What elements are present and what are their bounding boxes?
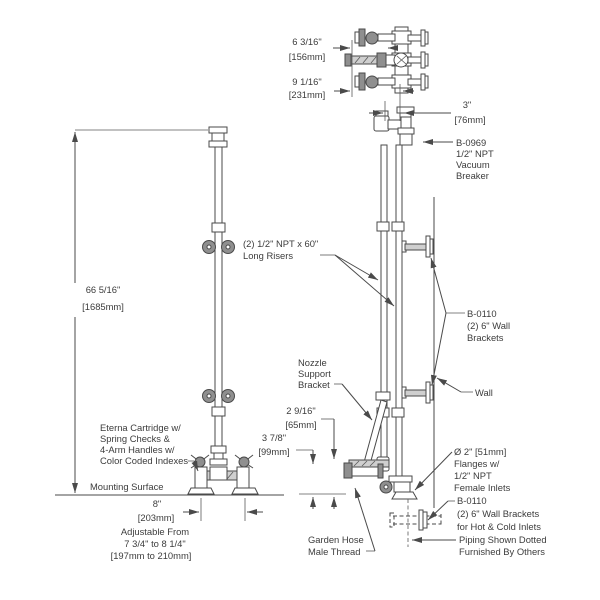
callout-wbu-l2: (2) 6" Wall: [467, 320, 510, 331]
callout-cartridge: Eterna Cartridge w/ Spring Checks & 4-Ar…: [100, 422, 199, 472]
callout-vacuum-breaker-l3: Vacuum: [456, 159, 490, 170]
coupling-upper-side: [376, 221, 390, 232]
coupling-lower-front: [211, 406, 226, 417]
callout-gh-l2: Male Thread: [308, 546, 360, 557]
callout-wbl-l2: (2) 6" Wall Brackets: [457, 508, 539, 519]
callout-cartridge-l1: Eterna Cartridge w/: [100, 422, 181, 433]
callout-piping-l2: Furnished By Others: [459, 546, 545, 557]
coupling-lower-side2: [391, 407, 405, 418]
nozzle-side: [343, 456, 390, 479]
callout-cartridge-l4: Color Coded Indexes: [100, 455, 188, 466]
handle-right-front: [234, 454, 254, 469]
dim-inlet-centers-note3: [197mm to 210mm]: [111, 550, 192, 561]
dim-inlet-centers-mm: [203mm]: [138, 512, 174, 523]
dim-wall-spacing: 3" [76mm]: [369, 84, 486, 125]
callout-cartridge-l3: 4-Arm Handles w/: [100, 444, 175, 455]
handle-top-plan: [354, 28, 396, 47]
wall-bracket-lower-side: [401, 381, 434, 404]
dim-wall-spacing-mm: [76mm]: [454, 114, 485, 125]
vacuum-breaker-front: [208, 126, 228, 148]
riser-tube-front: [214, 146, 223, 447]
dim-nozzle-lower-mm: [99mm]: [258, 446, 289, 457]
callout-mounting-surface: Mounting Surface: [90, 481, 163, 492]
callout-wbl-l3: for Hot & Cold Inlets: [457, 521, 541, 532]
coupling-upper-side2: [391, 221, 405, 232]
callout-cartridge-l2: Spring Checks &: [100, 433, 171, 444]
garden-hose-outlet: [343, 462, 353, 479]
callout-wbu-l1: B-0110: [467, 308, 497, 319]
callout-nsb-l3: Bracket: [298, 379, 330, 390]
wall-bracket-upper-side: [401, 235, 434, 258]
front-view: [55, 126, 284, 496]
callout-flg-l1: Ø 2" [51mm]: [454, 446, 506, 457]
callout-flg-l4: Female Inlets: [454, 482, 511, 493]
callout-vacuum-breaker-l2: 1/2" NPT: [456, 148, 494, 159]
flange-left: [187, 487, 215, 495]
nozzle-plan: [344, 52, 409, 68]
wall-bracket-upper-front: [202, 240, 235, 254]
plan-view: [344, 26, 429, 94]
callout-nozzle-bracket: Nozzle Support Bracket: [298, 357, 373, 421]
callout-nsb-l2: Support: [298, 368, 331, 379]
dim-inlet-centers-in: 8": [153, 498, 162, 509]
callout-wall-brackets-lower: B-0110 (2) 6" Wall Brackets for Hot & Co…: [427, 495, 541, 532]
callout-flg-l3: 1/2" NPT: [454, 470, 492, 481]
callout-garden-hose: Garden Hose Male Thread: [308, 487, 376, 557]
dim-wall-spacing-in: 3": [463, 99, 472, 110]
dim-nozzle-upper: 2 9/16" [65mm]: [285, 405, 337, 509]
dim-overall-height-mm: [1685mm]: [82, 301, 124, 312]
callout-piping-note: Piping Shown Dotted Furnished By Others: [412, 534, 547, 557]
dim-spout-upper-mm: [156mm]: [289, 51, 325, 62]
mixing-faucet-front: [187, 445, 259, 495]
coupling-upper-front: [211, 222, 226, 233]
callout-inlet-flanges: Ø 2" [51mm] Flanges w/ 1/2" NPT Female I…: [414, 446, 511, 493]
dim-overall-height: 66 5/16" [1685mm]: [72, 129, 208, 493]
callout-wbl-l1: B-0110: [457, 495, 487, 506]
callout-flg-l2: Flanges w/: [454, 458, 500, 469]
dim-spout-lower: 9 1/16" [231mm]: [289, 76, 414, 100]
handle-bottom-plan: [354, 72, 396, 91]
inlet-wall-bracket-cap: [422, 511, 428, 529]
wall-bracket-lower-front: [202, 389, 235, 403]
callout-vacuum-breaker: B-0969 1/2" NPT Vacuum Breaker: [423, 137, 494, 181]
dim-nozzle-lower: 3 7/8" [99mm]: [258, 432, 346, 509]
callout-risers-l2: Long Risers: [243, 250, 293, 261]
inlet-arms: [407, 29, 429, 91]
inlet-wall-bracket: [418, 509, 424, 531]
callout-wbu-l3: Brackets: [467, 332, 504, 343]
callout-piping-l1: Piping Shown Dotted: [459, 534, 547, 545]
dim-overall-height-in: 66 5/16": [86, 284, 121, 295]
dim-nozzle-upper-in: 2 9/16": [286, 405, 315, 416]
callout-risers: (2) 1/2" NPT x 60" Long Risers: [243, 238, 395, 307]
callout-risers-l1: (2) 1/2" NPT x 60": [243, 238, 318, 249]
dim-spout-lower-mm: [231mm]: [289, 89, 325, 100]
callout-wall: Wall: [436, 377, 493, 398]
callout-nsb-l1: Nozzle: [298, 357, 327, 368]
dim-spout-upper-in: 6 3/16": [292, 36, 321, 47]
side-view: [343, 106, 442, 547]
riser-rear-side: [395, 144, 403, 478]
dim-spout-upper: 6 3/16" [156mm]: [289, 36, 398, 97]
callout-vacuum-breaker-l1: B-0969: [456, 137, 486, 148]
dim-inlet-centers: 8" [203mm] Adjustable From 7 3/4" to 8 1…: [111, 498, 263, 561]
callout-vacuum-breaker-l4: Breaker: [456, 170, 489, 181]
callout-wall-brackets-upper: B-0110 (2) 6" Wall Brackets: [430, 257, 510, 386]
flange-right: [231, 487, 259, 495]
inlet-flange-side: [391, 491, 418, 500]
callout-gh-l1: Garden Hose: [308, 534, 364, 545]
dim-nozzle-lower-in: 3 7/8": [262, 432, 286, 443]
dim-inlet-centers-note2: 7 3/4" to 8 1/4": [124, 538, 185, 549]
dim-inlet-centers-note1: Adjustable From: [121, 526, 189, 537]
faucet-body-side: [379, 475, 418, 500]
callout-mounting-l1: Mounting Surface: [90, 481, 163, 492]
dim-spout-lower-in: 9 1/16": [292, 76, 321, 87]
dim-nozzle-upper-mm: [65mm]: [285, 419, 316, 430]
callout-wall-l1: Wall: [475, 387, 493, 398]
